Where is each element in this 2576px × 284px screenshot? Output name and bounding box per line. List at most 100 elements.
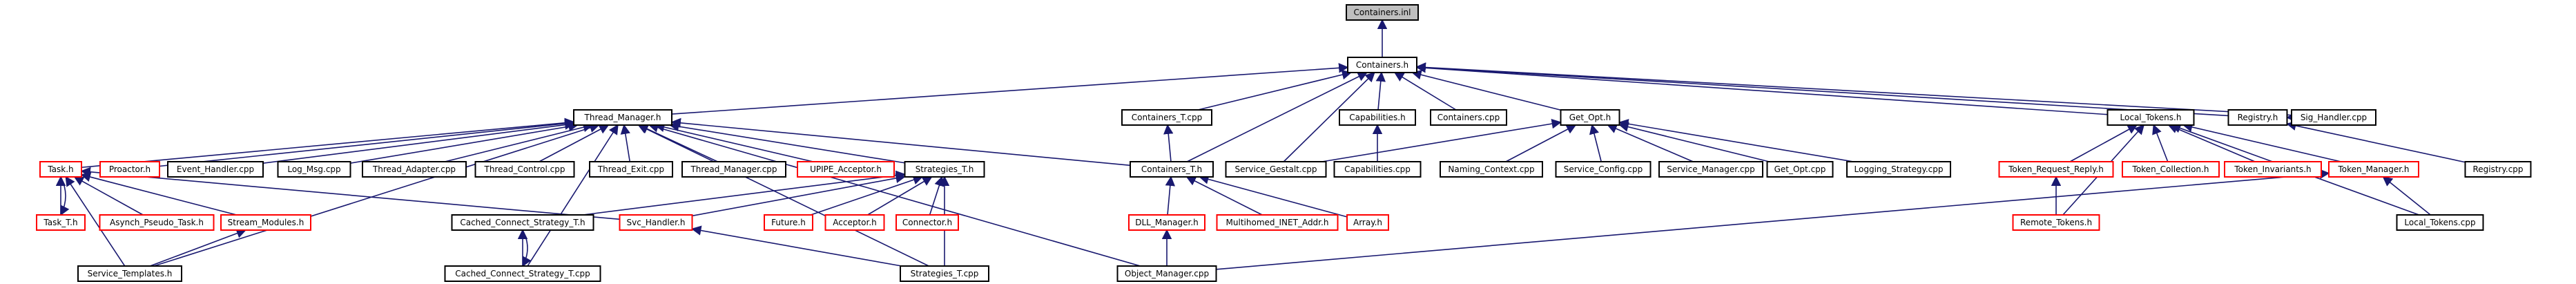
node-service-manager-cpp[interactable]: Service_Manager.cpp <box>1658 161 1763 178</box>
node-array-h[interactable]: Array.h <box>1346 214 1389 231</box>
node-proactor-h[interactable]: Proactor.h <box>99 161 160 178</box>
node-service-config-cpp[interactable]: Service_Config.cpp <box>1555 161 1652 178</box>
node-label: Containers.inl <box>1354 8 1411 17</box>
node-multihomed-inet-addr-h[interactable]: Multihomed_INET_Addr.h <box>1216 214 1339 231</box>
node-token-manager-h[interactable]: Token_Manager.h <box>2328 161 2419 178</box>
node-get-opt-cpp[interactable]: Get_Opt.cpp <box>1766 161 1834 178</box>
node-box <box>1555 161 1652 178</box>
node-log-msg-cpp[interactable]: Log_Msg.cpp <box>277 161 351 178</box>
node-token-request-reply-h[interactable]: Token_Request_Reply.h <box>1998 161 2114 178</box>
edge-service-gestalt-cpp-to-get-opt-h <box>1321 119 1562 162</box>
node-label: Sig_Handler.cpp <box>2301 113 2367 122</box>
node-label: Object_Manager.cpp <box>1125 269 1209 278</box>
node-containers-cpp[interactable]: Containers.cpp <box>1430 109 1507 126</box>
node-label: Strategies_T.cpp <box>911 269 979 278</box>
node-capabilities-h[interactable]: Capabilities.h <box>1339 109 1416 126</box>
edge-asynch-pseudo-task-h-to-task-h <box>73 176 144 216</box>
node-strategies-t-cpp[interactable]: Strategies_T.cpp <box>900 265 989 282</box>
node-thread-manager-cpp[interactable]: Thread_Manager.cpp <box>681 161 786 178</box>
edge-token-collection-h-to-local-tokens-h <box>2152 124 2169 162</box>
node-box <box>474 161 575 178</box>
node-task-h[interactable]: Task.h <box>39 161 82 178</box>
node-acceptor-h[interactable]: Acceptor.h <box>824 214 885 231</box>
node-label: Thread_Exit.cpp <box>597 164 664 174</box>
node-label: Containers_T.h <box>1141 164 1202 174</box>
node-label: Proactor.h <box>109 164 151 174</box>
node-containers-t-cpp[interactable]: Containers_T.cpp <box>1121 109 1212 126</box>
node-logging-strategy-cpp[interactable]: Logging_Strategy.cpp <box>1846 161 1951 178</box>
edge-service-gestalt-cpp-to-containers-h <box>1283 71 1375 162</box>
node-dll-manager-h[interactable]: DLL_Manager.h <box>1128 214 1205 231</box>
node-box <box>589 161 673 178</box>
node-thread-control-cpp[interactable]: Thread_Control.cpp <box>474 161 575 178</box>
node-label: Token_Collection.h <box>2132 164 2209 174</box>
node-label: Event_Handler.cpp <box>177 164 254 174</box>
node-thread-manager-h[interactable]: Thread_Manager.h <box>573 109 672 126</box>
node-cached-connect-strategy-t-cpp[interactable]: Cached_Connect_Strategy_T.cpp <box>444 265 601 282</box>
node-registry-h[interactable]: Registry.h <box>2227 109 2288 126</box>
node-box <box>77 265 182 282</box>
node-service-gestalt-cpp[interactable]: Service_Gestalt.cpp <box>1225 161 1327 178</box>
edge-object-manager-cpp-to-token-manager-h <box>1216 169 2330 270</box>
node-box <box>900 265 989 282</box>
node-object-manager-cpp[interactable]: Object_Manager.cpp <box>1116 265 1217 282</box>
edge-log-msg-cpp-to-thread-manager-h <box>350 122 579 164</box>
edge-dll-manager-h-to-containers-t-h <box>1165 176 1175 216</box>
edge-strategies-t-cpp-to-svc-handler-h <box>691 225 902 267</box>
node-token-invariants-h[interactable]: Token_Invariants.h <box>2224 161 2322 178</box>
node-service-templates-h[interactable]: Service_Templates.h <box>77 265 182 282</box>
edge-service-config-cpp-to-get-opt-h <box>1589 124 1602 162</box>
node-future-h[interactable]: Future.h <box>764 214 813 231</box>
node-stream-modules-h[interactable]: Stream_Modules.h <box>220 214 311 231</box>
node-box <box>1846 161 1951 178</box>
edge-containers-t-cpp-to-containers-h <box>1197 70 1353 111</box>
edge-thread-manager-h-to-containers-h <box>671 63 1349 115</box>
node-label: Service_Templates.h <box>88 269 173 278</box>
node-token-collection-h[interactable]: Token_Collection.h <box>2122 161 2220 178</box>
file-nodes: Containers.inlContainers.hThread_Manager… <box>36 4 2532 282</box>
node-thread-exit-cpp[interactable]: Thread_Exit.cpp <box>589 161 673 178</box>
edge-array-h-to-containers-t-h <box>1199 174 1348 218</box>
edge-service-manager-cpp-to-get-opt-h <box>1607 124 1694 162</box>
edge-thread-exit-cpp-to-thread-manager-h <box>620 124 631 162</box>
node-remote-tokens-h[interactable]: Remote_Tokens.h <box>2012 214 2100 231</box>
node-svc-handler-h[interactable]: Svc_Handler.h <box>619 214 693 231</box>
node-label: Remote_Tokens.h <box>2020 218 2092 227</box>
node-box <box>1440 161 1543 178</box>
node-label: Task.h <box>47 164 73 174</box>
node-local-tokens-cpp[interactable]: Local_Tokens.cpp <box>2396 214 2484 231</box>
node-get-opt-h[interactable]: Get_Opt.h <box>1560 109 1620 126</box>
node-box <box>1225 161 1327 178</box>
node-box <box>1998 161 2114 178</box>
node-containers-inl[interactable]: Containers.inl <box>1346 4 1419 21</box>
node-containers-t-h[interactable]: Containers_T.h <box>1130 161 1214 178</box>
node-label: Service_Gestalt.cpp <box>1234 164 1317 174</box>
node-local-tokens-h[interactable]: Local_Tokens.h <box>2107 109 2195 126</box>
node-naming-context-cpp[interactable]: Naming_Context.cpp <box>1440 161 1543 178</box>
node-box <box>1766 161 1834 178</box>
node-box <box>1347 57 1417 73</box>
node-upipe-acceptor-h[interactable]: UPIPE_Acceptor.h <box>797 161 895 178</box>
edge-capabilities-h-to-containers-h <box>1375 71 1386 111</box>
node-box <box>1346 214 1389 231</box>
node-cached-connect-strategy-t-h[interactable]: Cached_Connect_Strategy_T.h <box>451 214 594 231</box>
node-thread-adapter-cpp[interactable]: Thread_Adapter.cpp <box>362 161 467 178</box>
node-box <box>444 265 601 282</box>
node-event-handler-cpp[interactable]: Event_Handler.cpp <box>167 161 264 178</box>
node-capabilities-cpp[interactable]: Capabilities.cpp <box>1333 161 1422 178</box>
node-sig-handler-cpp[interactable]: Sig_Handler.cpp <box>2291 109 2376 126</box>
node-box <box>1128 214 1205 231</box>
node-connector-h[interactable]: Connector.h <box>895 214 959 231</box>
node-strategies-t-h[interactable]: Strategies_T.h <box>904 161 985 178</box>
node-asynch-pseudo-task-h[interactable]: Asynch_Pseudo_Task.h <box>99 214 215 231</box>
node-label: Cached_Connect_Strategy_T.cpp <box>455 269 590 278</box>
edge-cached-connect-strategy-t-h-to-cached-connect-strategy-t-cpp <box>522 229 532 267</box>
node-box <box>824 214 885 231</box>
node-registry-cpp[interactable]: Registry.cpp <box>2464 161 2532 178</box>
node-label: Token_Request_Reply.h <box>2008 164 2104 174</box>
node-label: Asynch_Pseudo_Task.h <box>110 218 204 227</box>
node-box <box>1116 265 1217 282</box>
node-task-t-h[interactable]: Task_T.h <box>36 214 86 231</box>
node-containers-h[interactable]: Containers.h <box>1347 57 1417 73</box>
node-label: Local_Tokens.cpp <box>2404 218 2475 227</box>
